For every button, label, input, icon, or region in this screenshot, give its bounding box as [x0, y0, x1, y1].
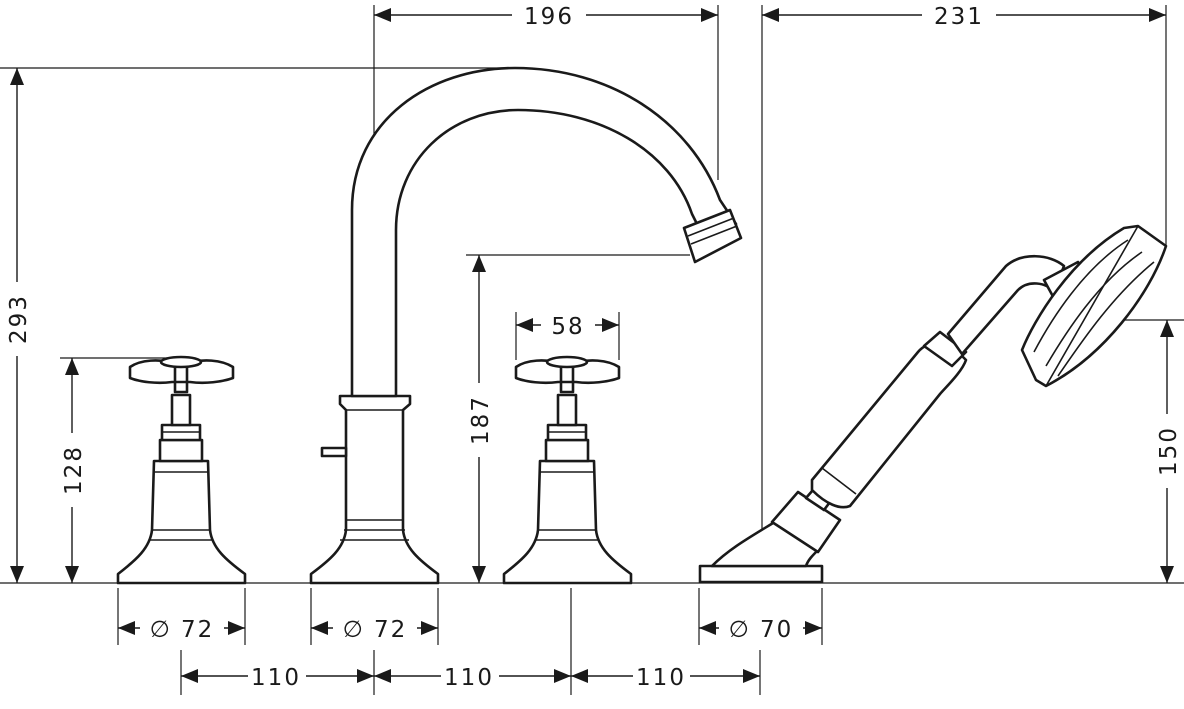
dim-valve-diameter-label: ∅ 72: [150, 617, 215, 643]
dimension-valve-height: 128: [61, 358, 87, 583]
dimension-valve-diameter: ∅ 72: [118, 617, 245, 643]
center-spout: [309, 66, 743, 585]
dimension-spacing-1: 110: [181, 665, 374, 691]
dim-handle-width-label: 58: [551, 314, 584, 340]
dimension-total-height: 293: [6, 68, 32, 583]
dim-spacing-3-label: 110: [636, 665, 686, 691]
dimension-handle-width: 58: [516, 314, 619, 340]
dimension-holder-diameter: ∅ 70: [699, 617, 822, 643]
dim-holder-diameter-label: ∅ 70: [729, 617, 794, 643]
right-cross-valve: [502, 355, 633, 585]
dim-handshower-reach-label: 231: [934, 4, 984, 30]
dim-spacing-2-label: 110: [444, 665, 494, 691]
dim-spout-reach-label: 196: [524, 4, 574, 30]
dimension-spacing-3: 110: [571, 665, 760, 691]
dim-spout-outlet-height-label: 187: [468, 395, 494, 445]
dimension-handshower-reach: 231: [762, 4, 1166, 30]
dim-spacing-1-label: 110: [251, 665, 301, 691]
left-cross-valve: [116, 355, 247, 585]
handshower: [698, 224, 1168, 584]
dimension-spout-outlet-height: 187: [468, 255, 494, 583]
dimension-spout-reach: 196: [374, 4, 718, 30]
dim-total-height-label: 293: [6, 294, 32, 344]
dim-spout-diameter-label: ∅ 72: [343, 617, 408, 643]
dimension-spacing-2: 110: [374, 665, 571, 691]
dimension-spout-diameter: ∅ 72: [311, 617, 438, 643]
dimension-handshower-height: 150: [1156, 320, 1182, 583]
dim-valve-height-label: 128: [61, 445, 87, 495]
dim-handshower-height-label: 150: [1156, 426, 1182, 476]
